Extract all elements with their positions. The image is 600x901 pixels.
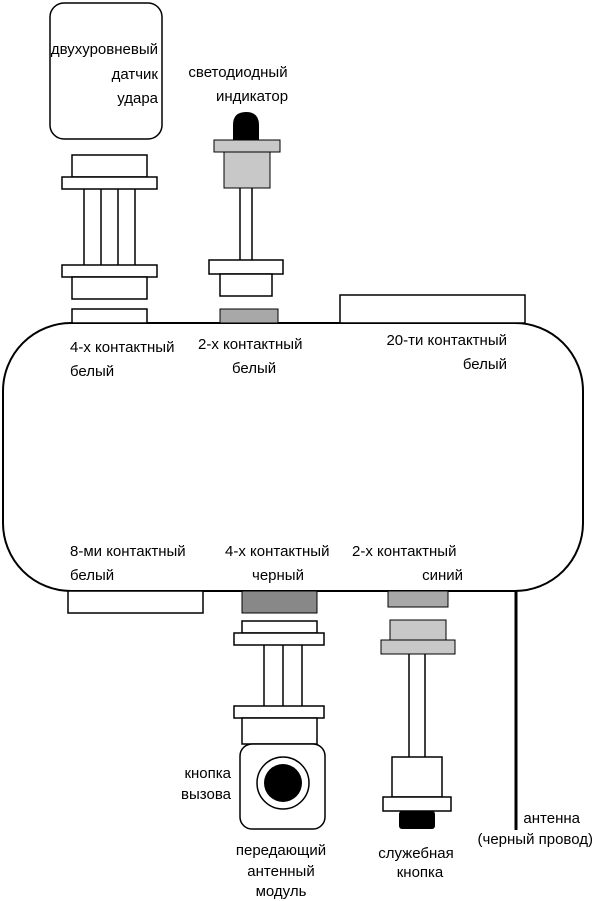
conn-2pin-white-label-line1: 2-х контактный: [198, 336, 302, 353]
led-plug-flange: [208, 259, 284, 275]
service-button-icon: [399, 811, 435, 829]
connector-2pin-blue-socket: [387, 590, 449, 608]
conn-4pin-black-label-line2: черный: [252, 567, 304, 584]
call-button-icon: [264, 764, 302, 802]
service-button-flange: [382, 796, 452, 812]
led-indicator-label-line1: светодиодный: [188, 64, 287, 81]
connector-4pin-black-socket: [241, 590, 318, 614]
led-holder-body: [223, 151, 271, 189]
service-plug-body: [389, 619, 447, 641]
shock-sensor-label-line2: датчик: [112, 66, 159, 83]
module-plug-flange: [233, 632, 325, 646]
antenna-label-line1: антенна: [523, 810, 580, 827]
service-button-housing: [391, 756, 443, 798]
call-button-label-line2: вызова: [181, 786, 232, 803]
module-plug-body: [241, 620, 318, 634]
led-indicator: светодиодный индикатор: [188, 64, 288, 324]
shock-sensor: двухуровневый датчик удара: [49, 2, 163, 324]
shock-sensor-flange-top: [61, 176, 158, 190]
transmitting-antenna-module: [233, 590, 326, 830]
conn-2pin-blue-label-line1: 2-х контактный: [352, 543, 456, 560]
connector-8pin-socket: [67, 590, 204, 614]
shock-sensor-label-line1: двухуровневый: [51, 41, 158, 58]
conn-4pin-white-label-line2: белый: [70, 363, 114, 380]
shock-sensor-plug: [71, 276, 148, 300]
conn-8pin-white-label-line2: белый: [70, 567, 114, 584]
transmit-module-label-line3: модуль: [256, 883, 307, 900]
transmit-module-label-line2: антенный: [247, 863, 314, 880]
conn-2pin-blue-label-line2: синий: [422, 567, 463, 584]
connector-20pin-socket: [339, 294, 526, 324]
led-bulb-icon: [233, 112, 259, 140]
conn-2pin-white-label-line2: белый: [232, 360, 276, 377]
led-socket: [219, 308, 279, 324]
shock-sensor-flange-bottom: [61, 264, 158, 278]
service-button-assembly: [380, 590, 456, 829]
antenna-label-line2: (черный провод): [478, 831, 593, 848]
conn-8pin-white-label-line1: 8-ми контактный: [70, 543, 186, 560]
service-plug-flange: [380, 639, 456, 655]
conn-4pin-black-label-line1: 4-х контактный: [225, 543, 329, 560]
led-holder-cap: [213, 139, 281, 153]
shock-sensor-label-line3: удара: [117, 90, 158, 107]
shock-sensor-housing: [49, 2, 163, 140]
service-button-label-line1: служебная: [378, 845, 453, 862]
transmit-module-label-line1: передающий: [236, 842, 326, 859]
conn-20pin-white-label-line1: 20-ти контактный: [386, 332, 507, 349]
led-plug-body: [219, 273, 273, 297]
shock-sensor-cable-top: [71, 154, 148, 178]
call-button-label-line1: кнопка: [184, 765, 231, 782]
shock-sensor-socket: [71, 308, 148, 324]
module-flange-lower: [233, 705, 325, 719]
conn-4pin-white-label-line1: 4-х контактный: [70, 339, 174, 356]
service-button-label-line2: кнопка: [397, 864, 444, 881]
conn-20pin-white-label-line2: белый: [463, 356, 507, 373]
led-indicator-label-line2: индикатор: [216, 88, 288, 105]
module-neck: [241, 717, 318, 745]
